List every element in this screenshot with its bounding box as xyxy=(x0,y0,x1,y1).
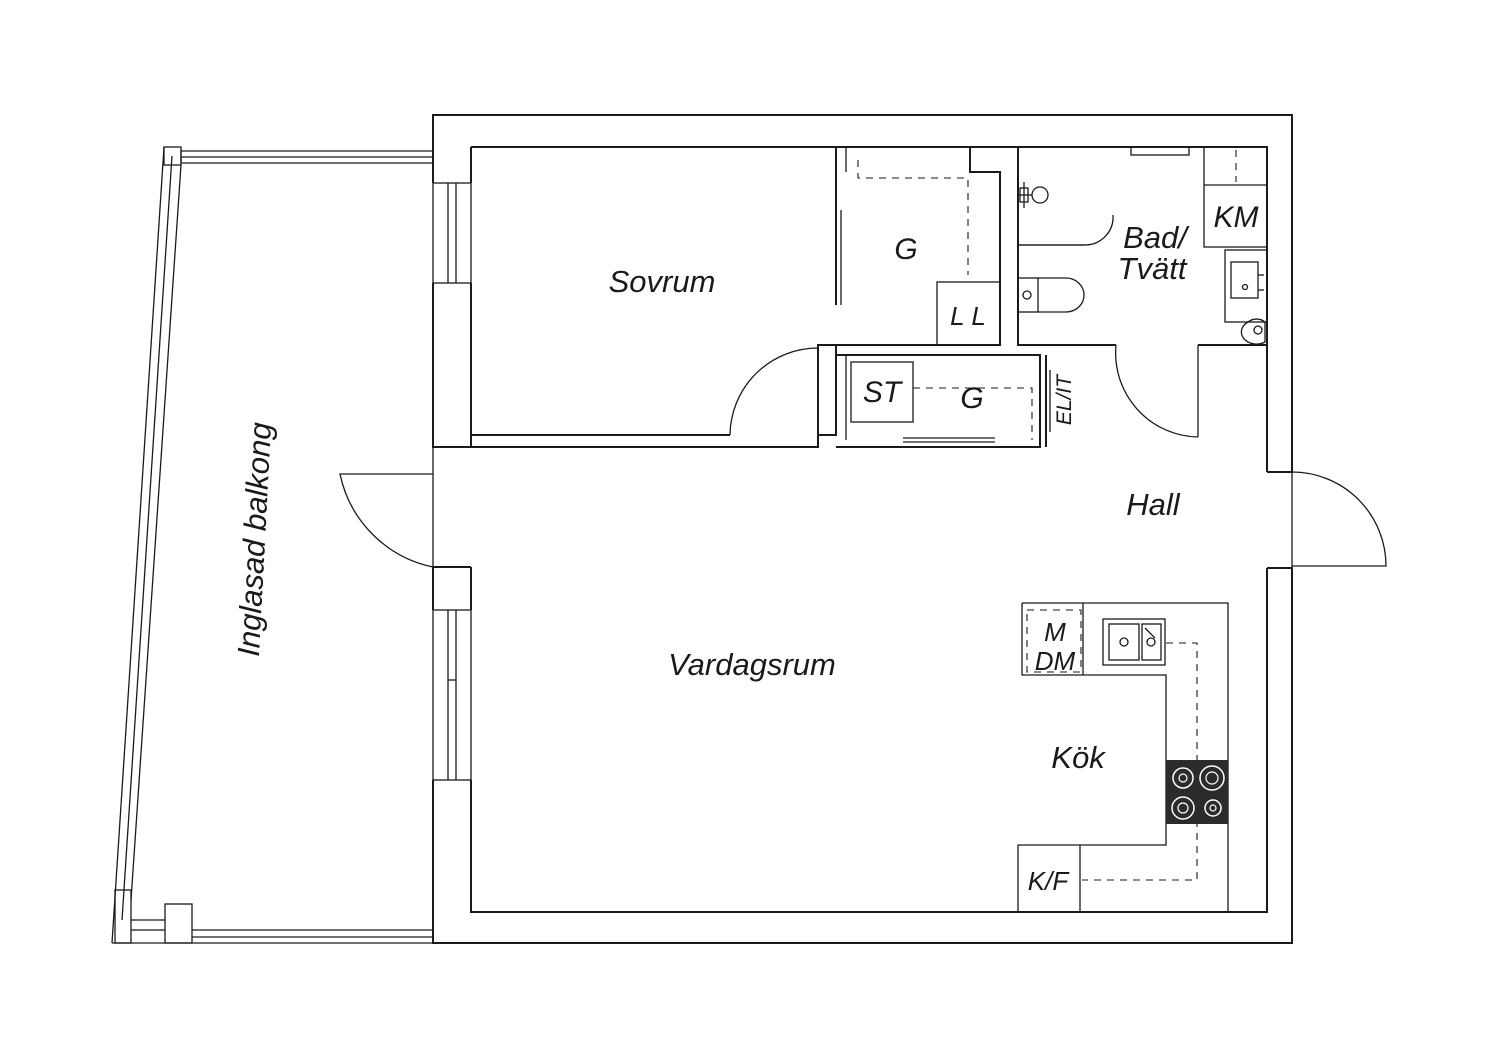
shower-icon xyxy=(1018,182,1049,208)
kitchen-sink-icon xyxy=(1102,618,1166,666)
room-labels: Inglasad balkong Sovrum G L L ST G EL/IT… xyxy=(231,201,1259,896)
label-kitchen: Kök xyxy=(1051,740,1106,775)
sink-icon xyxy=(1224,249,1268,345)
label-wardrobe-hall: G xyxy=(960,382,983,415)
toilet-icon xyxy=(1017,277,1085,313)
label-washer: KM xyxy=(1214,201,1259,234)
closets-hall xyxy=(836,354,1051,448)
door-bedroom xyxy=(729,347,819,436)
window-living-room xyxy=(430,609,474,781)
label-linen: L L xyxy=(950,301,986,331)
door-balcony xyxy=(339,447,434,568)
wardrobe-bedroom xyxy=(836,146,1001,346)
label-hall: Hall xyxy=(1126,487,1181,522)
label-bathroom-line1: Bad/ xyxy=(1123,220,1190,255)
balcony-structure xyxy=(111,146,433,944)
bedroom-walls xyxy=(471,147,842,448)
door-bathroom xyxy=(1114,344,1199,438)
label-electric: EL/IT xyxy=(1053,373,1076,425)
label-balcony: Inglasad balkong xyxy=(231,421,278,657)
window-bedroom xyxy=(430,182,474,284)
label-fridge-freezer: K/F xyxy=(1028,866,1071,896)
stove-icon xyxy=(1166,760,1228,824)
label-living-room: Vardagsrum xyxy=(668,647,836,682)
label-wardrobe-bedroom: G xyxy=(894,233,917,266)
label-storage: ST xyxy=(863,376,904,409)
label-microwave: M xyxy=(1044,617,1066,647)
label-bedroom: Sovrum xyxy=(609,264,716,299)
door-front xyxy=(1291,471,1387,568)
label-dishwasher: DM xyxy=(1035,646,1076,676)
label-bathroom-line2: Tvätt xyxy=(1118,251,1188,286)
outer-walls xyxy=(429,114,1296,944)
bathroom-walls xyxy=(1017,146,1268,346)
